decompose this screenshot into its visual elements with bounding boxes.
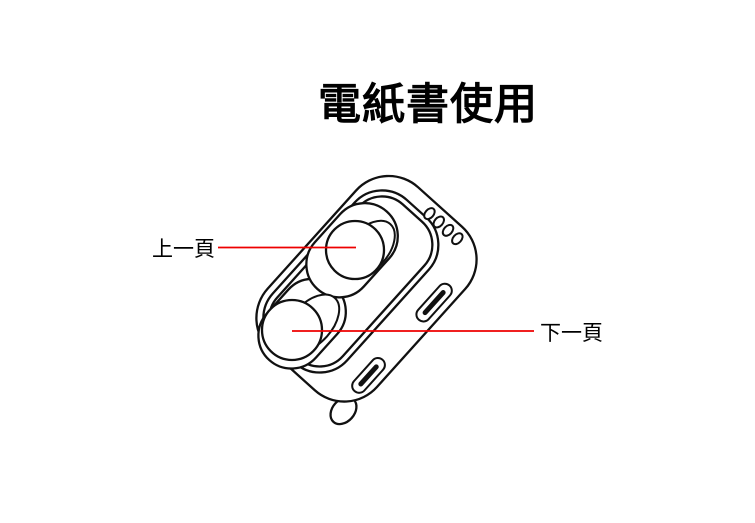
led-indicator bbox=[451, 232, 464, 246]
label-next-page: 下一頁 bbox=[540, 321, 603, 345]
led-indicators bbox=[423, 207, 464, 246]
vent-slot-upper bbox=[415, 282, 453, 323]
led-indicator bbox=[423, 207, 436, 221]
led-indicator bbox=[432, 215, 445, 229]
prev-page-button bbox=[324, 219, 386, 281]
page-title: 電紙書使用 bbox=[318, 80, 538, 130]
charging-case-illustration bbox=[255, 174, 478, 426]
vent-slot-lower bbox=[351, 357, 386, 394]
next-page-button bbox=[260, 298, 324, 362]
led-indicator bbox=[441, 223, 455, 237]
label-prev-page: 上一頁 bbox=[152, 237, 215, 261]
